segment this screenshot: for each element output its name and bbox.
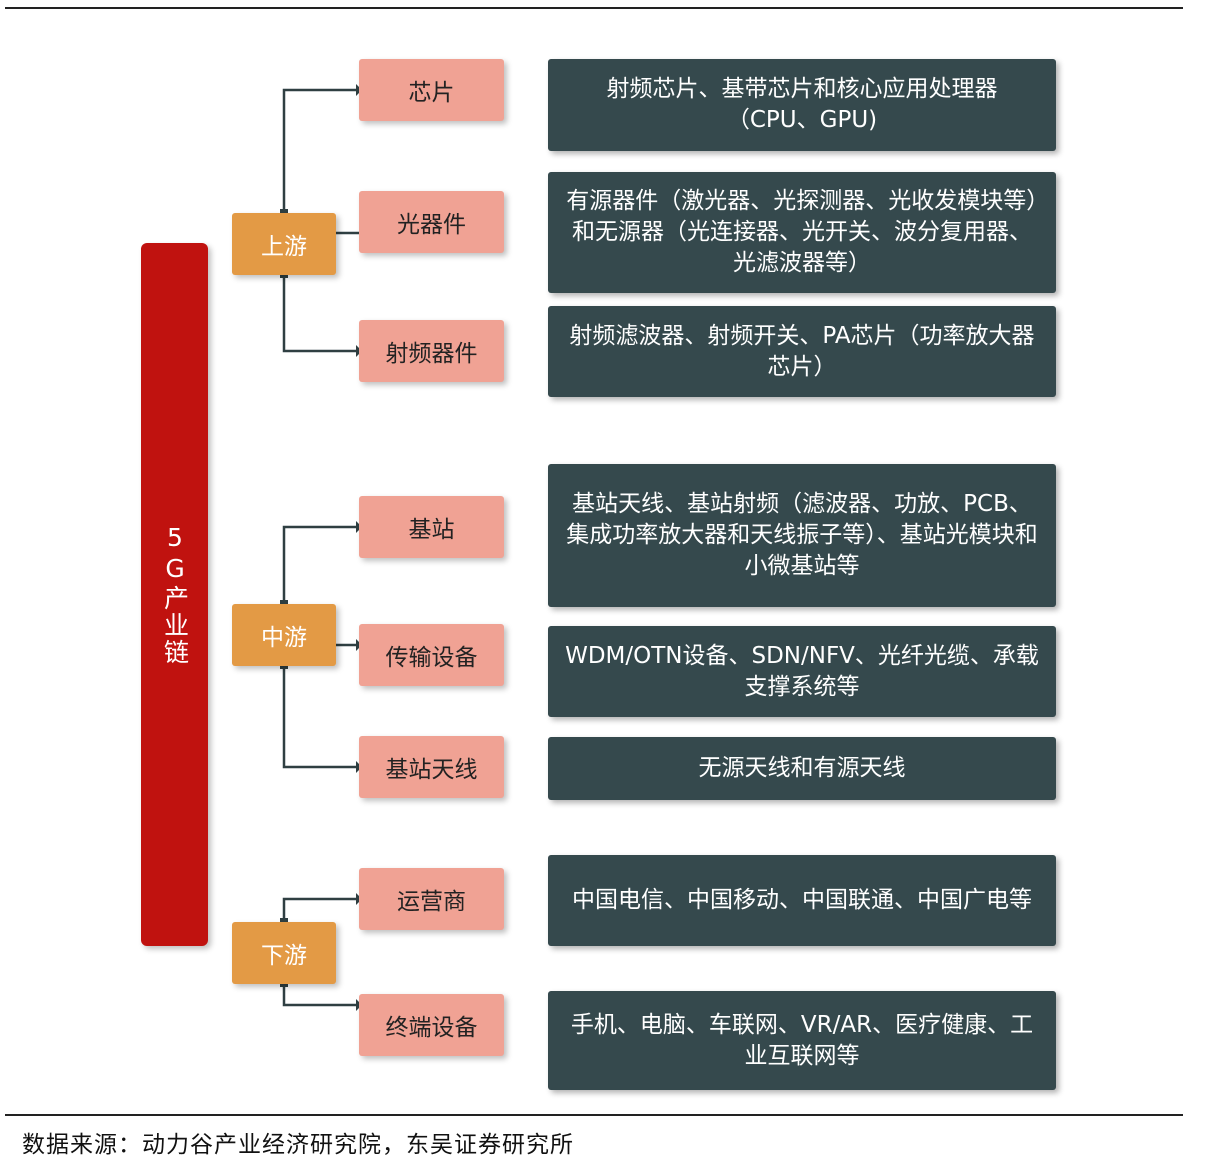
detail-rf-device: 射频滤波器、射频开关、PA芯片（功率放大器芯片） [548, 306, 1056, 397]
root-label: 5G产业链 [160, 523, 190, 666]
detail-terminal-device: 手机、电脑、车联网、VR/AR、医疗健康、工业互联网等 [548, 991, 1056, 1090]
connector-midstream-antenna [282, 665, 359, 769]
detail-optical-device-text: 有源器件（激光器、光探测器、光收发模块等）和无源器（光连接器、光开关、波分复用器… [566, 188, 1038, 276]
item-base-station: 基站 [359, 496, 504, 558]
item-transmission-equipment: 传输设备 [359, 624, 504, 686]
stage-upstream: 上游 [232, 213, 336, 275]
detail-base-station: 基站天线、基站射频（滤波器、功放、PCB、集成功率放大器和天线振子等）、基站光模… [548, 464, 1056, 607]
stage-downstream: 下游 [232, 922, 336, 984]
detail-base-station-antenna-text: 无源天线和有源天线 [698, 755, 906, 781]
item-operator: 运营商 [359, 868, 504, 930]
detail-operator-text: 中国电信、中国移动、中国联通、中国广电等 [572, 887, 1032, 913]
connector-downstream-terminal [282, 983, 359, 1007]
detail-chip: 射频芯片、基带芯片和核心应用处理器（CPU、GPU) [548, 59, 1056, 151]
item-optical-device: 光器件 [359, 191, 504, 253]
connector-upstream-rf [282, 274, 359, 353]
detail-transmission-equipment: WDM/OTN设备、SDN/NFV、光纤光缆、承载支撑系统等 [548, 626, 1056, 717]
connector-upstream-chip [282, 88, 359, 213]
detail-transmission-equipment-text: WDM/OTN设备、SDN/NFV、光纤光缆、承载支撑系统等 [565, 642, 1039, 700]
bottom-rule [5, 1114, 1183, 1116]
detail-base-station-antenna: 无源天线和有源天线 [548, 737, 1056, 800]
stage-midstream: 中游 [232, 604, 336, 666]
item-base-station-antenna: 基站天线 [359, 736, 504, 798]
item-rf-device: 射频器件 [359, 320, 504, 382]
detail-rf-device-text: 射频滤波器、射频开关、PA芯片（功率放大器芯片） [569, 322, 1035, 380]
item-chip: 芯片 [359, 59, 504, 121]
detail-base-station-text: 基站天线、基站射频（滤波器、功放、PCB、集成功率放大器和天线振子等）、基站光模… [566, 491, 1038, 579]
top-rule [5, 7, 1183, 9]
detail-operator: 中国电信、中国移动、中国联通、中国广电等 [548, 855, 1056, 946]
data-source-note: 数据来源：动力谷产业经济研究院，东吴证券研究所 [22, 1132, 574, 1158]
item-terminal-device: 终端设备 [359, 994, 504, 1056]
root-5g-industry-chain: 5G产业链 [141, 243, 208, 946]
connector-downstream-operator [282, 897, 359, 922]
connector-midstream-basestation [282, 525, 359, 604]
detail-optical-device: 有源器件（激光器、光探测器、光收发模块等）和无源器（光连接器、光开关、波分复用器… [548, 172, 1056, 293]
detail-chip-text: 射频芯片、基带芯片和核心应用处理器（CPU、GPU) [606, 76, 998, 133]
detail-terminal-device-text: 手机、电脑、车联网、VR/AR、医疗健康、工业互联网等 [570, 1011, 1034, 1069]
